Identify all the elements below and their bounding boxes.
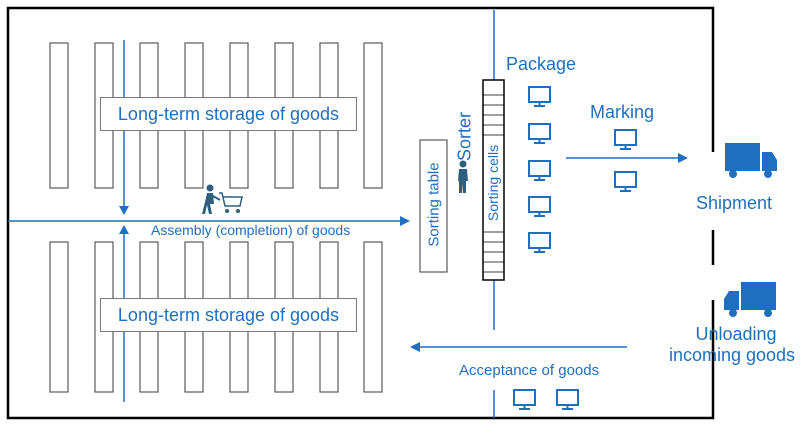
monitor-icon	[528, 232, 551, 253]
rack	[49, 42, 69, 189]
sorting-cell-dividers	[483, 94, 504, 273]
rack	[49, 241, 69, 393]
incoming-goods-label: incoming goods	[668, 345, 796, 365]
rack	[363, 42, 383, 189]
shipment-arrow-head	[678, 153, 688, 163]
worker-icon	[458, 160, 468, 193]
unloading-label: Unloading	[695, 324, 777, 344]
monitor-icon	[614, 129, 637, 150]
rack	[363, 241, 383, 393]
monitor-icon	[556, 389, 579, 410]
assembly-arrow-head	[400, 216, 410, 226]
sorting-cells-box	[482, 79, 505, 281]
sorter-label: Sorter	[454, 111, 475, 162]
sorting-table	[419, 139, 448, 273]
truck-icon	[725, 143, 777, 178]
package-label: Package	[506, 54, 577, 74]
shipment-label: Shipment	[696, 193, 773, 213]
monitor-icon	[528, 160, 551, 181]
package-monitors	[528, 86, 551, 253]
truck-icon	[724, 282, 776, 317]
marking-label: Marking	[590, 102, 655, 122]
monitor-icon	[528, 123, 551, 144]
storage-top-label: Long-term storage of goods	[100, 97, 357, 131]
storage-bottom-label: Long-term storage of goods	[100, 298, 357, 332]
arrow-down-head	[119, 206, 129, 215]
assembly-label: Assembly (completion) of goods	[149, 222, 353, 238]
sorting-cells-label: Sorting cells	[485, 144, 501, 222]
acceptance-label: Acceptance of goods	[459, 362, 600, 379]
warehouse-wall	[6, 6, 715, 420]
person-pushing-cart-icon	[202, 184, 243, 214]
monitor-icon	[528, 86, 551, 107]
acceptance-arrow-head	[410, 342, 420, 352]
sorting-table-label: Sorting table	[425, 162, 443, 247]
arrow-up-head	[119, 225, 129, 234]
monitor-icon	[528, 196, 551, 217]
monitor-icon	[513, 389, 536, 410]
marking-monitors	[614, 129, 637, 192]
monitor-icon	[614, 171, 637, 192]
acceptance-monitors	[513, 389, 579, 410]
